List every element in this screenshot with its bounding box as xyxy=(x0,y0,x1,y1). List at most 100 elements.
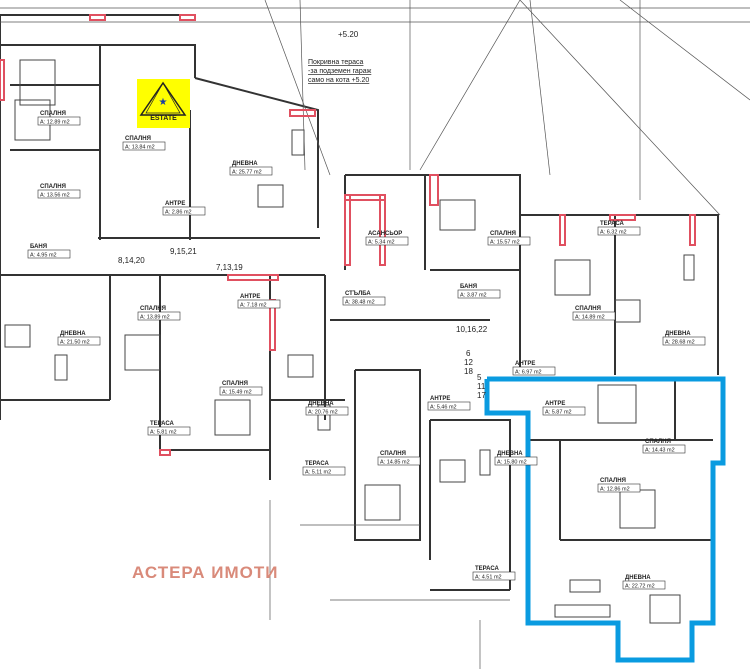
room-name: АНТРЕ xyxy=(545,401,565,407)
wall-accent xyxy=(344,194,351,266)
logo-text: ESTATE xyxy=(150,115,177,122)
room-name: АНТРЕ xyxy=(430,396,450,402)
room-area: A: 7.18 m2 xyxy=(240,303,267,309)
room-area: A: 15.80 m2 xyxy=(497,460,527,466)
room-area: A: 4.95 m2 xyxy=(30,253,57,259)
room-name: ДНЕВНА xyxy=(232,161,258,167)
area-box xyxy=(305,406,349,416)
room-name: СПАЛНЯ xyxy=(125,136,151,142)
wall-accent xyxy=(159,449,171,456)
level-mark: 12 xyxy=(464,358,473,367)
room-label: АНТРЕ A: 7.18 m2 xyxy=(237,294,281,309)
area-box xyxy=(57,336,101,346)
room-label: АНТРЕ A: 5.46 m2 xyxy=(427,396,471,411)
room-name: СПАЛНЯ xyxy=(575,306,601,312)
area-box xyxy=(642,444,686,454)
area-box xyxy=(457,289,501,299)
room-area: A: 21.50 m2 xyxy=(60,340,90,346)
wall-accents xyxy=(0,14,696,456)
room-area: A: 5.87 m2 xyxy=(545,410,572,416)
room-label: АНТРЕ A: 5.87 m2 xyxy=(542,401,586,416)
area-box xyxy=(162,206,206,216)
wall-accent xyxy=(89,14,106,21)
furniture-item xyxy=(439,459,466,483)
room-area: A: 4.51 m2 xyxy=(475,575,502,581)
area-box xyxy=(229,166,273,176)
furniture-item xyxy=(54,354,68,381)
room-area: A: 6.97 m2 xyxy=(515,370,542,376)
furniture-item xyxy=(257,184,284,208)
furniture-item xyxy=(214,399,251,436)
area-box xyxy=(27,249,71,259)
wall-accent xyxy=(429,174,439,206)
svg-text:само на кота +5.20: само на кота +5.20 xyxy=(308,77,369,84)
area-box xyxy=(377,456,421,466)
room-area: A: 25.77 m2 xyxy=(232,170,262,176)
room-area: A: 15.57 m2 xyxy=(490,240,520,246)
room-name: АНТРЕ xyxy=(240,294,260,300)
room-label: ДНЕВНА A: 25.77 m2 xyxy=(229,161,273,176)
wall-accent xyxy=(0,59,5,101)
svg-text:Покривна тераса: Покривна тераса xyxy=(308,59,364,66)
room-area: A: 13.56 m2 xyxy=(40,193,70,199)
room-area: A: 5.81 m2 xyxy=(150,430,177,436)
level-mark: 11 xyxy=(477,382,486,391)
room-name: ДНЕВНА xyxy=(60,331,86,337)
room-area: A: 13.84 m2 xyxy=(125,145,155,151)
svg-text:★: ★ xyxy=(159,97,168,108)
level-mark: 7,13,19 xyxy=(216,263,243,272)
furniture-item xyxy=(124,334,161,371)
furniture-item xyxy=(317,404,331,431)
room-area: A: 2.86 m2 xyxy=(165,210,192,216)
room-area: A: 15.49 m2 xyxy=(222,390,252,396)
room-name: СПАЛНЯ xyxy=(40,111,66,117)
room-name: СТЪЛБА xyxy=(345,291,371,297)
furniture-item xyxy=(569,579,601,593)
wall xyxy=(520,214,719,375)
area-box xyxy=(219,386,263,396)
roof-note: Покривна тераса -за подземен гараж само … xyxy=(308,59,372,84)
wall-accent xyxy=(609,214,636,221)
room-label: ДНЕВНА A: 21.50 m2 xyxy=(57,331,101,346)
room-name: АСАНСЬОР xyxy=(368,231,402,237)
room-area: A: 5.46 m2 xyxy=(430,405,457,411)
room-name: СПАЛНЯ xyxy=(140,306,166,312)
room-area: A: 6.32 m2 xyxy=(600,230,627,236)
area-box xyxy=(597,226,641,236)
furniture-item xyxy=(597,384,637,424)
room-area: A: 20.76 m2 xyxy=(308,410,338,416)
wall xyxy=(430,419,511,590)
level-mark: 6 xyxy=(466,349,471,358)
dimension-line xyxy=(419,0,721,216)
wall-accent xyxy=(179,14,196,21)
level-mark: 18 xyxy=(464,367,473,376)
wall xyxy=(425,174,521,215)
furniture-item xyxy=(683,254,695,281)
dimension-line xyxy=(529,0,551,176)
room-label: СПАЛНЯ A: 13.84 m2 xyxy=(122,136,166,151)
furniture-item xyxy=(439,199,476,231)
room-area: A: 22.72 m2 xyxy=(625,584,655,590)
triangle-star-icon: ★ xyxy=(139,81,187,116)
